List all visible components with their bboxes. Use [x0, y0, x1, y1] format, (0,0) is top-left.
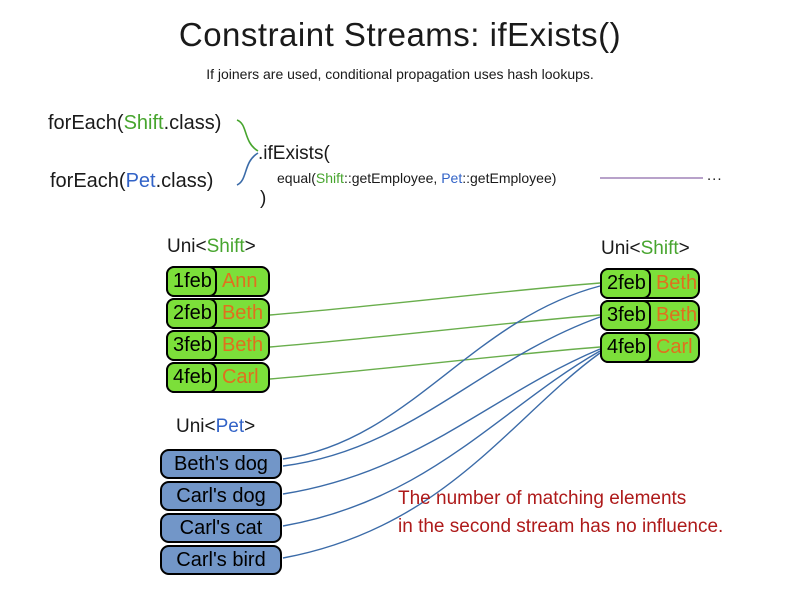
equal-post: ::getEmployee) — [462, 170, 557, 186]
uni-pet-label: Uni<Pet> — [176, 416, 255, 438]
name-cell: Beth — [655, 304, 698, 326]
equal-pre: equal( — [277, 170, 316, 186]
list-item: Beth's dog — [160, 449, 282, 479]
equal-pet-token: Pet — [441, 170, 463, 186]
table-row: 4feb Carl — [600, 332, 700, 363]
list-item: Carl's cat — [160, 513, 282, 543]
pet-match-line-carlsbird-4feb — [282, 352, 601, 559]
slide-subtitle: If joiners are used, conditional propaga… — [206, 66, 594, 82]
pet-list: Beth's dog Carl's dog Carl's cat Carl's … — [160, 449, 282, 577]
date-cell: 3feb — [166, 330, 217, 361]
label-shift-token: Shift — [640, 238, 679, 259]
name-cell: Beth — [655, 272, 698, 294]
label-pet-token: Pet — [215, 416, 245, 437]
foreach-pet-post: .class) — [155, 170, 214, 192]
table-row: 3feb Beth — [600, 300, 700, 331]
code-if-exists: .ifExists( — [258, 143, 330, 164]
brace-top-green — [236, 119, 259, 152]
note-line-2: in the second stream has no influence. — [398, 516, 724, 537]
date-cell: 2feb — [600, 268, 651, 299]
right-shift-table: 2feb Beth 3feb Beth 4feb Carl — [600, 268, 700, 364]
equal-mid: ::getEmployee, — [343, 170, 442, 186]
code-equal-joiner: equal(Shift::getEmployee, Pet::getEmploy… — [277, 170, 556, 186]
label-post: > — [244, 236, 256, 257]
pet-match-line-carlscat-4feb — [282, 350, 601, 527]
name-cell: Beth — [221, 334, 264, 356]
shift-match-line-2feb — [269, 282, 601, 316]
table-row: 4feb Carl — [166, 362, 270, 393]
table-row: 3feb Beth — [166, 330, 270, 361]
slide-title: Constraint Streams: ifExists() — [178, 16, 622, 53]
note-line-1: The number of matching elements — [398, 488, 687, 509]
label-pre: Uni< — [167, 236, 207, 257]
date-cell: 2feb — [166, 298, 217, 329]
label-post: > — [244, 416, 256, 437]
foreach-pet-pre: forEach( — [50, 170, 126, 192]
code-foreach-shift: forEach(Shift.class) — [48, 112, 221, 135]
note-text: The number of matching elements in the s… — [398, 485, 723, 541]
label-pre: Uni< — [601, 238, 641, 259]
list-item: Carl's bird — [160, 545, 282, 575]
left-shift-table: 1feb Ann 2feb Beth 3feb Beth 4feb Carl — [166, 266, 270, 394]
label-pre: Uni< — [176, 416, 216, 437]
pet-match-line-bethsdog-3feb — [282, 316, 601, 467]
shift-class-token: Shift — [123, 112, 164, 134]
name-cell: Ann — [221, 270, 258, 292]
date-cell: 3feb — [600, 300, 651, 331]
brace-bottom-blue — [236, 152, 259, 186]
equal-shift-token: Shift — [315, 170, 344, 186]
name-cell: Beth — [221, 302, 264, 324]
name-cell: Carl — [221, 366, 259, 388]
table-row: 2feb Beth — [166, 298, 270, 329]
pet-match-line-carlsdog-4feb — [282, 348, 601, 495]
foreach-shift-pre: forEach( — [48, 112, 124, 134]
date-cell: 1feb — [166, 266, 217, 297]
list-item: Carl's dog — [160, 481, 282, 511]
code-foreach-pet: forEach(Pet.class) — [50, 170, 213, 193]
uni-shift-right-label: Uni<Shift> — [601, 238, 690, 260]
pet-match-line-bethsdog-2feb — [282, 285, 601, 460]
table-row: 2feb Beth — [600, 268, 700, 299]
name-cell: Carl — [655, 336, 693, 358]
uni-shift-left-label: Uni<Shift> — [167, 236, 256, 258]
label-post: > — [678, 238, 690, 259]
shift-match-line-3feb — [269, 314, 601, 348]
label-shift-token: Shift — [206, 236, 245, 257]
code-close-paren: ) — [260, 188, 267, 209]
foreach-shift-post: .class) — [163, 112, 222, 134]
date-cell: 4feb — [600, 332, 651, 363]
pet-class-token: Pet — [125, 170, 156, 192]
table-row: 1feb Ann — [166, 266, 270, 297]
code-ellipsis: ... — [707, 167, 723, 184]
date-cell: 4feb — [166, 362, 217, 393]
shift-match-line-4feb — [269, 346, 601, 380]
